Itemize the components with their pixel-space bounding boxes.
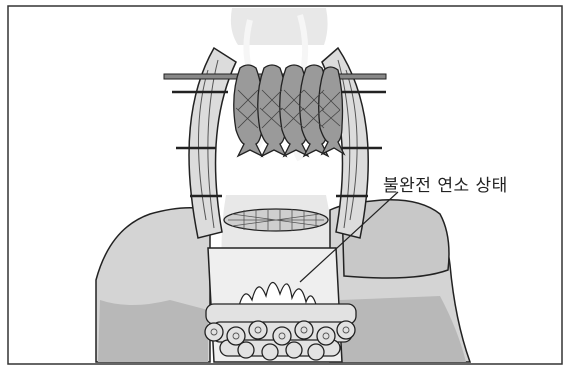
log-end (238, 342, 254, 358)
log-end (317, 327, 335, 345)
log-end (295, 321, 313, 339)
log-end (249, 321, 267, 339)
log-end (262, 344, 278, 360)
log-end (337, 321, 355, 339)
log-end (308, 344, 324, 360)
log-end (205, 323, 223, 341)
left-stone-shadow (98, 300, 208, 362)
hanging-fish-group (234, 65, 344, 156)
incomplete-combustion-label: 불완전 연소 상태 (383, 171, 508, 196)
firewood-pile (205, 304, 356, 360)
log (206, 304, 356, 324)
log-end (286, 342, 302, 358)
log-end (273, 327, 291, 345)
